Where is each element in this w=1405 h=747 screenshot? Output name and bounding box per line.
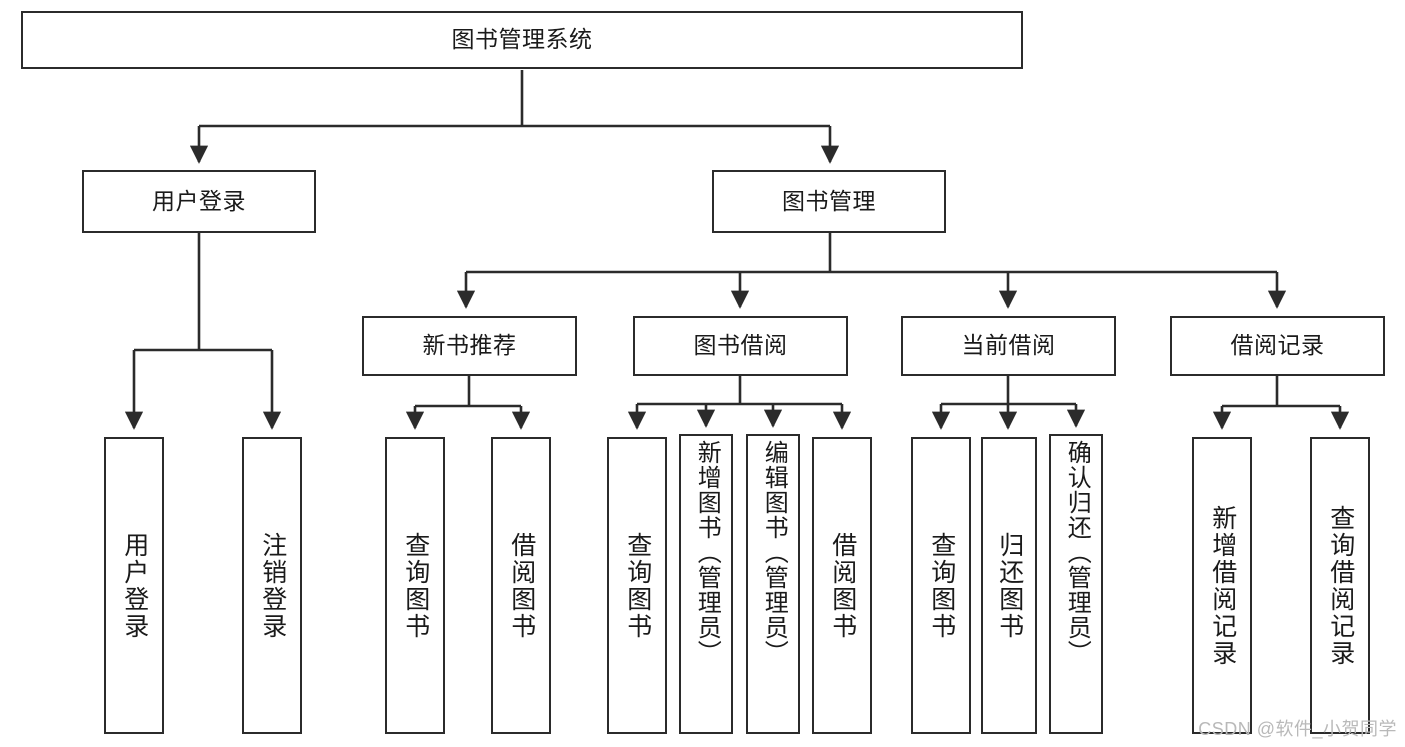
leaf-book-borrow-edit-book-admin[interactable]: 编辑图书（管理员）: [746, 434, 800, 734]
leaf-user-login-logout[interactable]: 注销登录: [242, 437, 302, 734]
node-user-login[interactable]: 用户登录: [82, 170, 316, 233]
leaf-borrow-record-query-record[interactable]: 查询借阅记录: [1310, 437, 1370, 734]
node-borrow-record[interactable]: 借阅记录: [1170, 316, 1385, 376]
node-label: 新增借阅记录: [1208, 504, 1237, 667]
node-new-book-recommend[interactable]: 新书推荐: [362, 316, 577, 376]
node-root-library-system[interactable]: 图书管理系统: [21, 11, 1023, 69]
leaf-book-borrow-borrow-books[interactable]: 借阅图书: [812, 437, 872, 734]
node-label: 用户登录: [152, 187, 246, 214]
node-label: 图书管理系统: [451, 26, 593, 53]
node-current-borrow[interactable]: 当前借阅: [901, 316, 1116, 376]
node-book-management[interactable]: 图书管理: [712, 170, 946, 233]
node-label: 查询借阅记录: [1326, 504, 1355, 667]
node-label: 新书推荐: [422, 332, 517, 359]
leaf-current-borrow-confirm-return-admin[interactable]: 确认归还（管理员）: [1049, 434, 1103, 734]
node-label: 借阅图书: [507, 531, 536, 640]
node-label: 用户登录: [120, 531, 149, 640]
node-label: 新增图书（管理员）: [693, 440, 721, 665]
node-label: 归还图书: [995, 531, 1024, 640]
node-label: 借阅图书: [828, 531, 857, 640]
leaf-new-book-query-books[interactable]: 查询图书: [385, 437, 445, 734]
leaf-book-borrow-query-books[interactable]: 查询图书: [607, 437, 667, 734]
node-label: 查询图书: [927, 531, 956, 640]
csdn-watermark: CSDN @软件_小贺同学: [1198, 719, 1397, 739]
node-label: 确认归还（管理员）: [1063, 440, 1091, 665]
node-label: 查询图书: [401, 531, 430, 640]
node-label: 图书借阅: [693, 332, 788, 359]
node-label: 图书管理: [782, 187, 876, 214]
node-label: 借阅记录: [1230, 332, 1325, 359]
node-label: 当前借阅: [961, 332, 1056, 359]
leaf-current-borrow-query-books[interactable]: 查询图书: [911, 437, 971, 734]
node-label: 查询图书: [623, 531, 652, 640]
leaf-book-borrow-add-book-admin[interactable]: 新增图书（管理员）: [679, 434, 733, 734]
leaf-current-borrow-return-books[interactable]: 归还图书: [981, 437, 1037, 734]
node-label: 编辑图书（管理员）: [760, 440, 788, 665]
node-book-borrow[interactable]: 图书借阅: [633, 316, 848, 376]
leaf-new-book-borrow-books[interactable]: 借阅图书: [491, 437, 551, 734]
leaf-borrow-record-add-record[interactable]: 新增借阅记录: [1192, 437, 1252, 734]
node-label: 注销登录: [258, 531, 287, 640]
leaf-user-login-login[interactable]: 用户登录: [104, 437, 164, 734]
